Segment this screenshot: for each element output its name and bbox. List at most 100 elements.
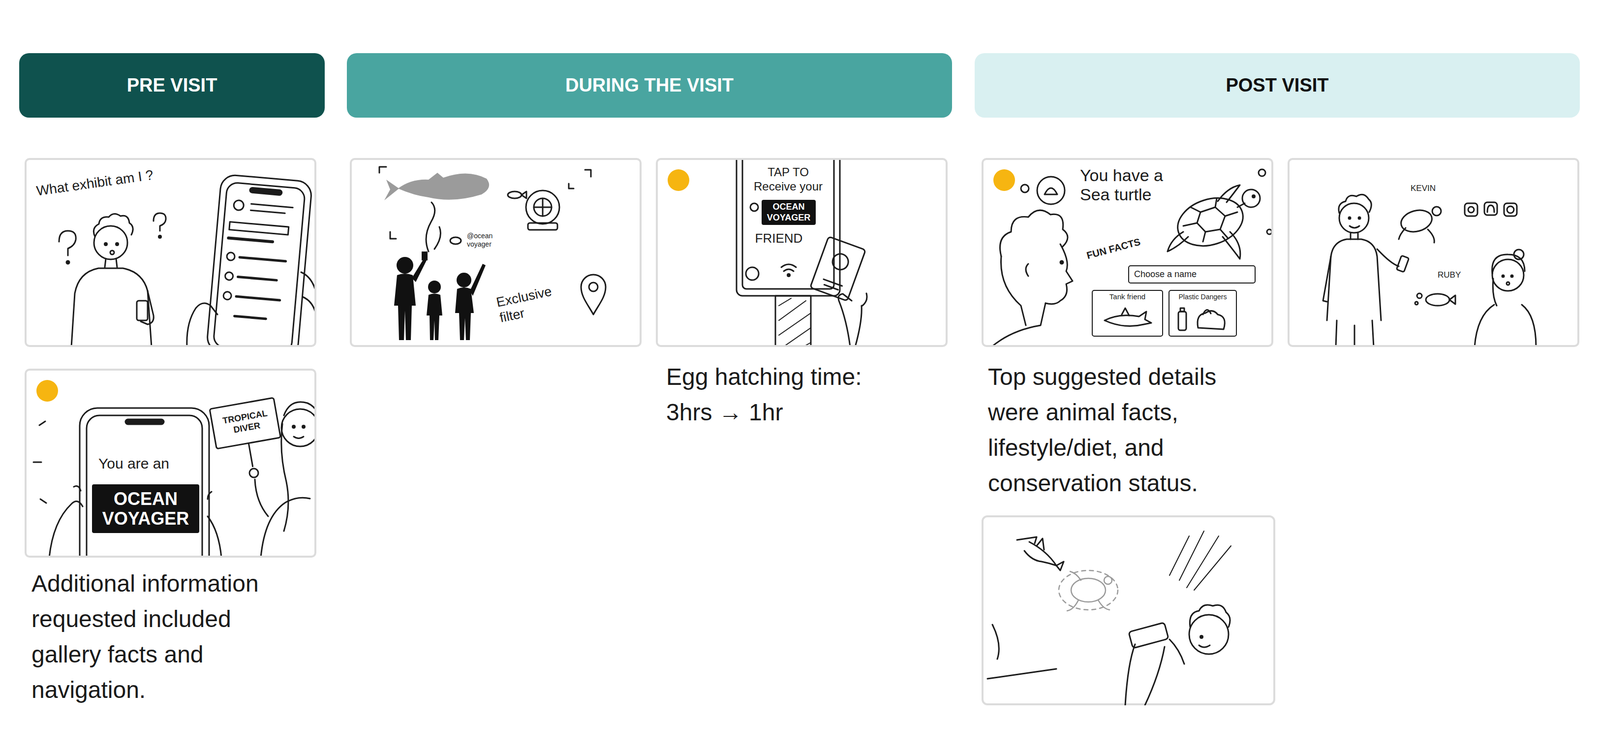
exhibit-filter-sketch-part (384, 179, 400, 201)
kiosk-sketch-part (736, 157, 840, 296)
sharing-sketch-part (1474, 278, 1537, 347)
sharing-sketch-part (1492, 254, 1525, 274)
exhibit-filter-sketch-part-part (469, 263, 486, 296)
sketch-caption: OCEAN VOYAGER (92, 484, 200, 533)
highlight-dot-part (667, 169, 690, 191)
visitor-quiz-sketch-part (110, 250, 115, 255)
exhibit-filter-sketch-part-part (396, 256, 414, 274)
quiz-result-sketch-part (283, 401, 317, 423)
storyboard-panel: @ocean voyagerExclusive filter (349, 157, 642, 347)
quiz-result-sketch-part (249, 468, 259, 478)
quiz-result-sketch-part (254, 479, 269, 517)
storyboard-panel: You are an OCEAN VOYAGER TROPICAL DIVER (24, 368, 317, 558)
sketch-caption: KEVIN (1410, 183, 1436, 194)
turtle-friend-sketch-part (1266, 229, 1272, 235)
sketch-caption: FRIEND (744, 230, 814, 247)
turtle-friend-sketch-part (991, 303, 1046, 347)
turtle-friend-sketch-part (1000, 210, 1069, 257)
sketch-caption: RUBY (1437, 270, 1461, 280)
storyboard-panel: KEVIN RUBY (1287, 157, 1580, 347)
visitor-quiz-sketch-part (104, 243, 108, 246)
box-label: Choose a name (1134, 269, 1197, 280)
sharing-sketch-part (1323, 256, 1331, 302)
quiz-result-sketch-part (33, 421, 47, 503)
ar-view-sketch-part-part (1058, 570, 1118, 610)
ar-view-sketch-part (1199, 645, 1210, 647)
exhibit-filter-sketch-part-part (394, 273, 416, 340)
visitor-quiz-sketch-part (116, 243, 119, 246)
name-input-box: Choose a name (1128, 265, 1256, 284)
ar-view-sketch-part-part (1104, 576, 1112, 585)
sharing-sketch-part (1502, 275, 1505, 277)
sharing-sketch (1323, 194, 1537, 347)
sharing-sketch-part (1507, 206, 1514, 214)
exhibit-filter-sketch-part-part (428, 280, 441, 294)
exhibit-filter-sketch-part-part (455, 287, 474, 340)
visitor-quiz-sketch-part-part (206, 174, 313, 347)
kiosk-sketch-part (775, 295, 811, 347)
phase-band: POST VISIT (974, 53, 1580, 118)
turtle-friend-sketch-part (1252, 195, 1256, 198)
visitor-quiz-sketch-part (59, 230, 76, 256)
sharing-sketch-part (1464, 203, 1478, 216)
turtle-friend-sketch-part (1001, 256, 1027, 326)
turtle-friend-sketch-part (1044, 187, 1058, 195)
quiz-result-sketch-part (302, 425, 306, 429)
sketch-caption: OCEAN VOYAGER (761, 199, 816, 225)
visitor-quiz-sketch-part (136, 300, 148, 321)
turtle-friend-sketch-part (1045, 244, 1073, 305)
phase-heading: PRE VISIT (126, 74, 218, 96)
ar-view-sketch-part-part (1071, 578, 1106, 602)
visitor-quiz-sketch-part (66, 260, 70, 264)
quiz-result-sketch-part (281, 423, 289, 531)
sharing-sketch-part (1484, 202, 1498, 216)
sketch-caption: You are an (98, 454, 170, 473)
visitor-quiz-sketch-part-part (224, 271, 234, 280)
quiz-result-sketch-part (292, 425, 296, 429)
phase-heading: DURING THE VISIT (565, 74, 734, 96)
sharing-sketch-part (1468, 206, 1475, 213)
sketch-layer (33, 148, 1537, 706)
turtle-friend-sketch-part (1171, 189, 1250, 254)
sharing-sketch-part (1349, 225, 1360, 228)
sketch-caption: @ocean voyager (466, 231, 507, 249)
kiosk-sketch-part (742, 157, 834, 289)
visitor-quiz-sketch-part (158, 235, 162, 239)
sketch-caption: FUN FACTS (1085, 235, 1142, 262)
turtle-friend-sketch-part (1178, 311, 1187, 331)
kiosk-sketch-part-part (830, 251, 851, 272)
highlight-dot (36, 169, 1016, 402)
phase-heading: POST VISIT (1225, 74, 1329, 96)
ar-view-sketch-part-part (1067, 571, 1110, 611)
sharing-sketch-part (1377, 248, 1399, 267)
sharing-sketch-part (1504, 203, 1517, 216)
kiosk-sketch-part (781, 264, 797, 272)
highlight-dot-part (36, 379, 59, 402)
sketch-caption: TAP TO Receive your (746, 165, 831, 194)
info-card: Tank friend (1091, 289, 1164, 337)
exhibit-filter-sketch-part-part (456, 272, 472, 288)
kiosk-sketch-part (838, 293, 852, 347)
exhibit-filter-sketch-part (521, 191, 527, 199)
finding-note: Top suggested details were animal facts,… (987, 359, 1254, 501)
sketch-caption: TROPICAL DIVER (215, 406, 277, 438)
ar-view-sketch-part (1125, 639, 1185, 706)
kiosk-sketch-part (810, 236, 866, 302)
visitor-quiz-sketch-part (186, 303, 218, 347)
visitor-quiz-sketch-part-part (238, 276, 277, 280)
visitor-quiz-sketch-part-part (213, 182, 306, 347)
sharing-sketch-part (1339, 203, 1369, 233)
turtle-friend-sketch-part (1020, 184, 1029, 193)
sharing-sketch-part (1396, 255, 1409, 273)
kiosk-sketch-part (778, 298, 811, 347)
quiz-result-sketch-part-part (248, 442, 253, 466)
turtle-friend-sketch-part (1258, 169, 1266, 177)
visitor-quiz-sketch-part-part (222, 291, 232, 300)
finding-note: Additional information requested include… (31, 565, 276, 708)
exhibit-filter-sketch-part-part (426, 293, 443, 341)
kiosk-sketch-part (750, 203, 759, 212)
visitor-quiz-sketch-part-part (229, 221, 289, 235)
storyboard-panel: You have a Sea turtleFUN FACTSChoose a n… (981, 157, 1274, 347)
quiz-result-sketch-part (207, 491, 222, 558)
kiosk-sketch (736, 157, 867, 347)
